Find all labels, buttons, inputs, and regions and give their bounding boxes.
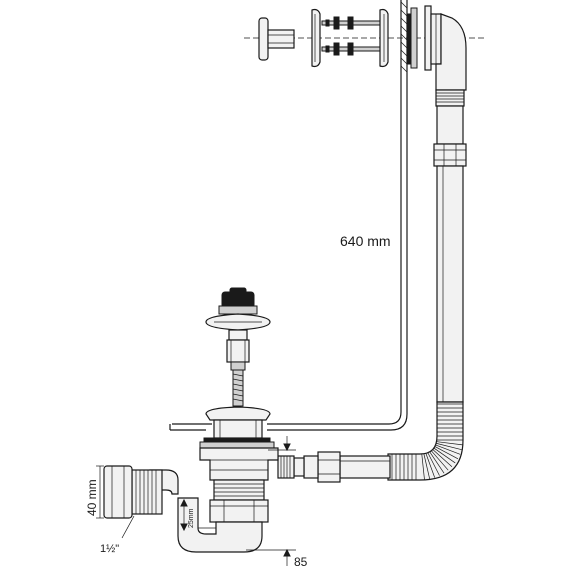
overflow-assembly [244, 5, 484, 107]
overflow-front-flange [311, 8, 321, 68]
trap-outlet [103, 465, 163, 519]
drain-body [199, 406, 279, 523]
trap-height-label: 85 [294, 555, 308, 568]
overflow-cap [258, 17, 295, 61]
connection-pipe [277, 451, 391, 483]
dimension-lines [96, 436, 296, 566]
overflow-thread [435, 89, 465, 107]
overflow-elbow [424, 5, 467, 91]
flexible-hose [387, 401, 464, 481]
seal-depth-label: 25mm [188, 508, 195, 528]
overflow-pipe [433, 105, 467, 403]
overflow-height-label: 640 mm [340, 233, 391, 249]
overflow-screws [321, 16, 383, 56]
trap-diameter-label: 40 mm [85, 479, 99, 516]
overflow-rear-flange [379, 8, 389, 68]
overflow-gasket-rear [410, 7, 418, 69]
thread-size-label: 1½" [100, 543, 119, 555]
drain-plug [205, 287, 271, 407]
bathtub-outline [169, 0, 408, 431]
